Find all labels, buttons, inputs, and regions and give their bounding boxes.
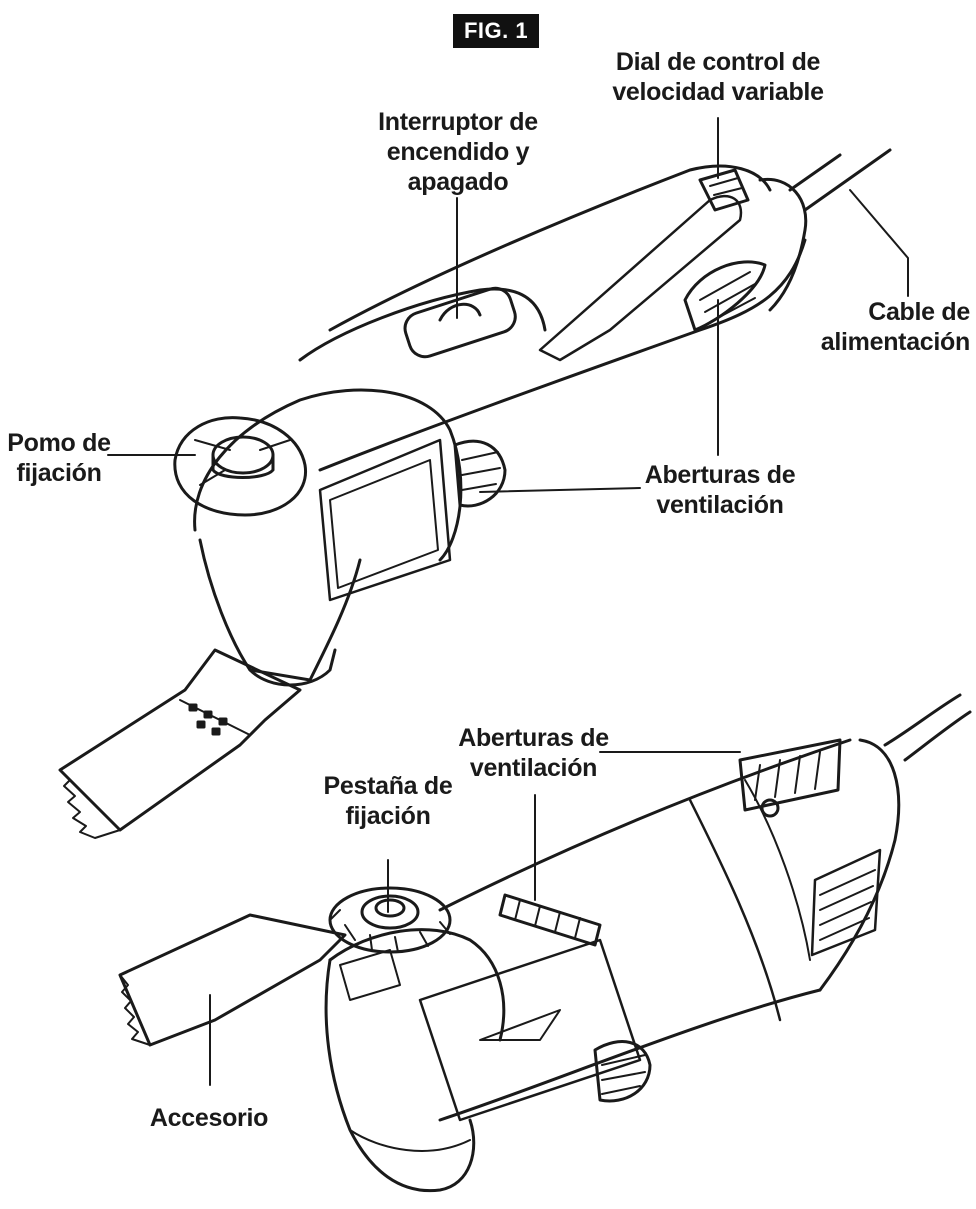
- leader-cable: [849, 189, 909, 297]
- label-knob: Pomo de fijación: [7, 429, 111, 487]
- leader-lines: [107, 117, 909, 1086]
- label-flange: Pestaña de fijación: [323, 772, 453, 830]
- top-tool-drawing: [58, 148, 892, 839]
- label-accessory: Accesorio: [149, 1104, 269, 1132]
- label-switch: Interruptor de encendido y apagado: [378, 108, 538, 196]
- figure-badge: FIG. 1: [453, 14, 539, 48]
- label-vents-top: Aberturas de ventilación: [644, 461, 796, 519]
- leader-vents-top-horizontal: [479, 487, 641, 493]
- bottom-tool-drawing: [118, 693, 972, 1193]
- label-vents-bottom: Aberturas de ventilación: [458, 724, 609, 782]
- label-dial: Dial de control de velocidad variable: [612, 48, 824, 106]
- label-cable: Cable de alimentación: [820, 298, 971, 356]
